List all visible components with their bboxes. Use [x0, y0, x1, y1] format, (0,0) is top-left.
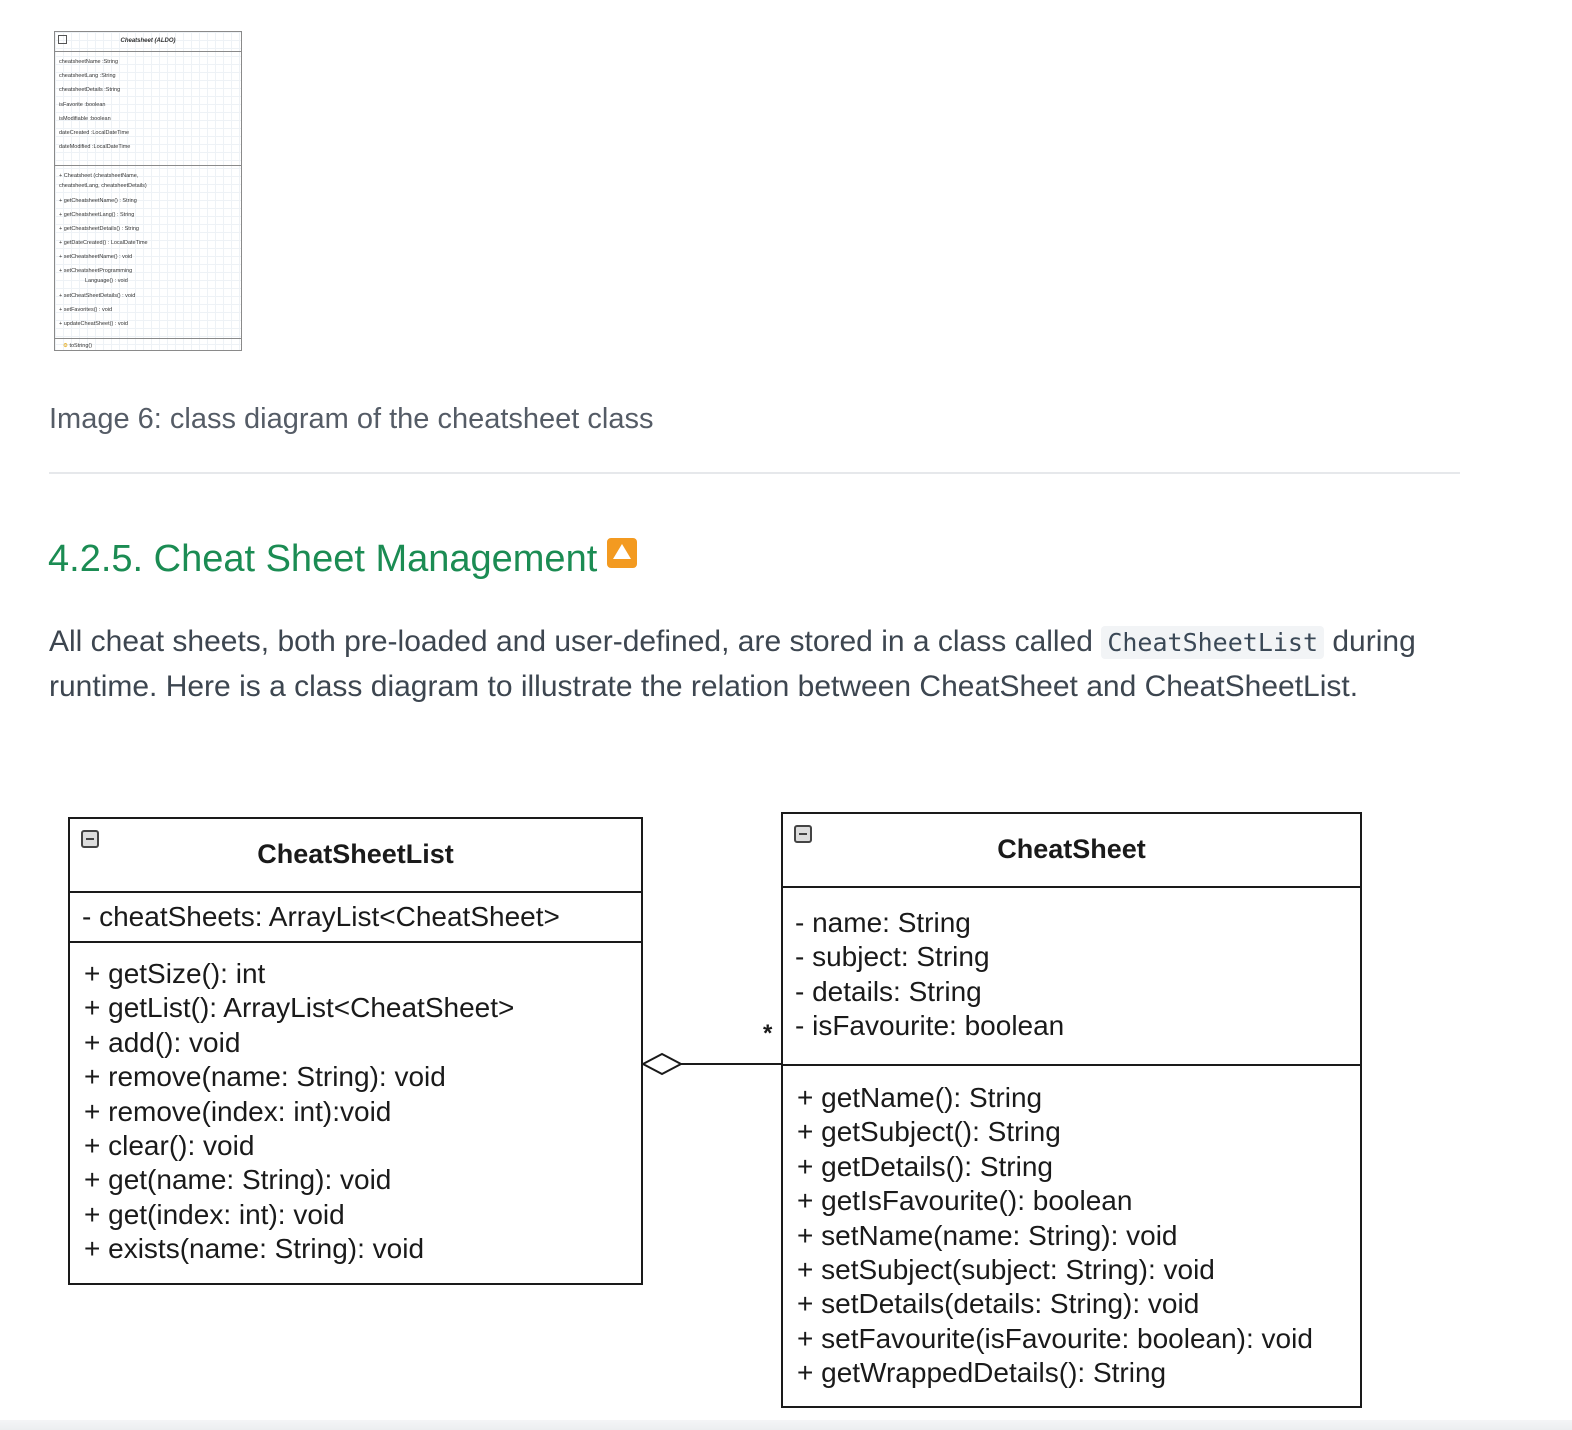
collapse-icon	[81, 830, 99, 848]
uml-method: + setFavourite(isFavourite: boolean): vo…	[797, 1322, 1313, 1354]
back-to-top-icon[interactable]	[607, 538, 638, 568]
paragraph-text-start: All cheat sheets, both pre-loaded and us…	[49, 625, 1102, 658]
uml-class-title: CheatSheetList	[257, 839, 454, 869]
uml-method: + get(index: int): void	[84, 1198, 345, 1230]
thumb-method: + getDateCreated() : LocalDateTime	[59, 240, 148, 246]
thumb-methods: + Cheatsheet (cheatsheetName, cheatsheet…	[55, 166, 241, 339]
uml-attributes: - cheatSheets: ArrayList<CheatSheet>	[70, 893, 641, 943]
cheatsheet-class-diagram-image: Cheatsheet (ALDO) cheatsheetName :String…	[54, 31, 242, 351]
thumb-method: + setCheatSheetDetails() : void	[59, 293, 136, 299]
uml-method: + clear(): void	[84, 1130, 255, 1162]
uml-class-cheatsheetlist: CheatSheetList - cheatSheets: ArrayList<…	[68, 817, 643, 1285]
uml-attribute: - subject: String	[795, 941, 990, 973]
thumb-extra-label: toString()	[69, 343, 93, 349]
section-divider	[49, 472, 1460, 474]
thumb-method: cheatsheetLang, cheatsheetDetails)	[59, 183, 147, 189]
inline-code: CheatSheetList	[1101, 626, 1325, 659]
uml-attribute: - cheatSheets: ArrayList<CheatSheet>	[82, 901, 560, 932]
thumb-method: + setCheatsheetName() : void	[59, 254, 133, 260]
thumb-attribute: dateCreated :LocalDateTime	[59, 130, 130, 137]
uml-method: + getSize(): int	[84, 958, 266, 989]
uml-attribute: - name: String	[795, 907, 971, 938]
thumb-attribute: isFavorite :boolean	[59, 101, 106, 108]
thumb-class-title: Cheatsheet (ALDO)	[120, 38, 176, 44]
uml-class-header: CheatSheet	[783, 814, 1360, 888]
thumb-attribute: isModifiable :boolean	[59, 115, 111, 122]
uml-method: + getList(): ArrayList<CheatSheet>	[84, 992, 515, 1024]
uml-method: + setSubject(subject: String): void	[797, 1254, 1215, 1286]
thumb-method: + getCheatsheetLang() : String	[59, 212, 135, 218]
image-caption: Image 6: class diagram of the cheatsheet…	[49, 403, 654, 435]
uml-attribute: - details: String	[795, 975, 982, 1007]
uml-class-cheatsheet: CheatSheet - name: String - subject: Str…	[781, 812, 1362, 1408]
collapse-icon	[58, 35, 67, 44]
uml-method: + get(name: String): void	[84, 1164, 392, 1196]
section-heading: 4.2.5. Cheat Sheet Management	[48, 538, 638, 581]
uml-method: + getDetails(): String	[797, 1150, 1053, 1182]
page-bottom-edge	[0, 1420, 1572, 1430]
uml-class-header: CheatSheetList	[70, 819, 641, 893]
uml-class-title: CheatSheet	[997, 834, 1146, 864]
thumb-method: Language() : void	[85, 278, 128, 284]
thumb-attribute: dateModified :LocalDateTime	[59, 144, 131, 151]
uml-attribute: - isFavourite: boolean	[795, 1010, 1065, 1042]
uml-methods: + getName(): String + getSubject(): Stri…	[783, 1066, 1360, 1406]
thumb-header: Cheatsheet (ALDO)	[55, 32, 241, 52]
thumb-method: + Cheatsheet (cheatsheetName,	[59, 173, 139, 179]
aggregation-diamond	[640, 1052, 684, 1076]
uml-method: + remove(name: String): void	[84, 1061, 446, 1093]
uml-method: + getName(): String	[797, 1082, 1043, 1113]
uml-method: + add(): void	[84, 1026, 241, 1058]
section-paragraph: All cheat sheets, both pre-loaded and us…	[49, 620, 1479, 709]
method-gear-icon: ⚙	[63, 343, 68, 349]
uml-method: + getIsFavourite(): boolean	[797, 1185, 1133, 1217]
uml-method: + setDetails(details: String): void	[797, 1288, 1200, 1320]
uml-method: + getSubject(): String	[797, 1116, 1061, 1148]
thumb-method: + setFavorites() : void	[59, 307, 113, 313]
thumb-method: + getCheatsheetName() : String	[59, 198, 137, 204]
uml-methods: + getSize(): int + getList(): ArrayList<…	[70, 943, 641, 1281]
multiplicity-label: *	[763, 1020, 773, 1047]
collapse-icon	[794, 825, 812, 843]
paragraph-text-end: during runtime. Here is a class diagram …	[49, 625, 1416, 703]
uml-method: + setName(name: String): void	[797, 1219, 1178, 1251]
uml-attributes: - name: String - subject: String - detai…	[783, 888, 1360, 1066]
thumb-extra-method: ⚙ toString()	[55, 339, 241, 353]
uml-method: + exists(name: String): void	[84, 1233, 425, 1265]
aggregation-connector	[640, 1052, 782, 1076]
thumb-method: + updateCheatSheet() : void	[59, 321, 128, 327]
thumb-attribute: cheatsheetDetails :String	[59, 87, 121, 94]
thumb-attribute: cheatsheetName :String	[59, 59, 119, 65]
section-heading-text: 4.2.5. Cheat Sheet Management	[48, 538, 598, 580]
thumb-attributes: cheatsheetName :String cheatsheetLang :S…	[55, 52, 241, 166]
thumb-method: + getCheatsheetDetails() : String	[59, 226, 139, 232]
thumb-attribute: cheatsheetLang :String	[59, 73, 116, 80]
uml-method: + getWrappedDetails(): String	[797, 1357, 1167, 1389]
thumb-method: + setCheatsheetProgramming	[59, 268, 133, 274]
uml-method: + remove(index: int):void	[84, 1095, 392, 1127]
